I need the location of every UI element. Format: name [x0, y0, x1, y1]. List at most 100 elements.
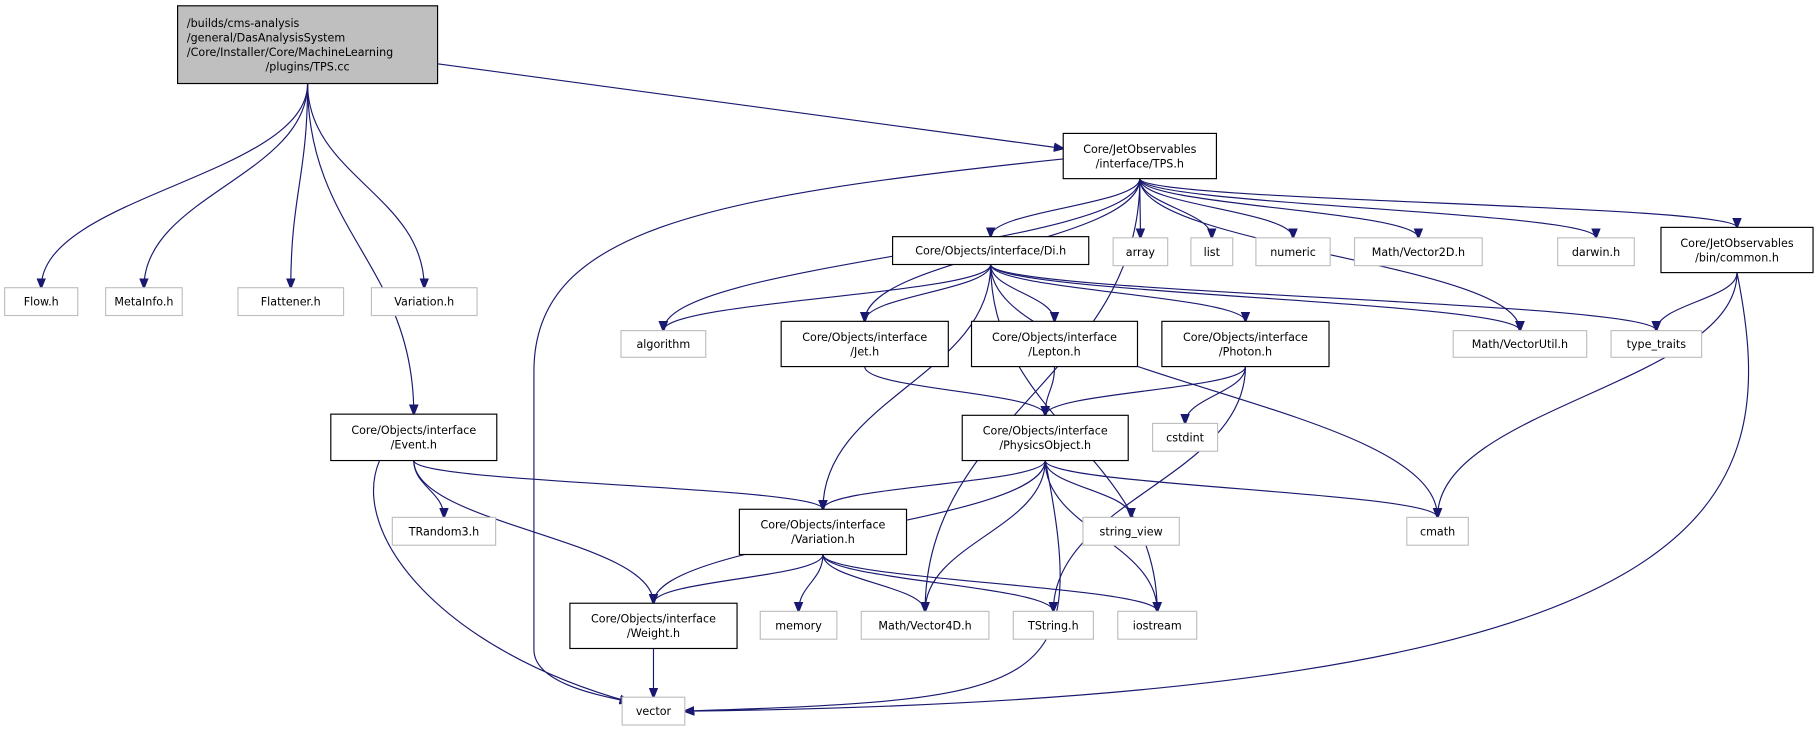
edge-tps_h-to-common: [1139, 178, 1737, 228]
edge-di-to-jet: [865, 264, 992, 321]
node-lepton[interactable]: Core/Objects/interface/Lepton.h: [970, 320, 1139, 368]
node-label: Flattener.h: [261, 296, 321, 309]
node-root: /builds/cms-analysis/general/DasAnalysis…: [177, 5, 439, 85]
node-string-view: string_view: [1082, 516, 1180, 546]
node-box: [1610, 330, 1703, 358]
node-box: [759, 610, 838, 640]
node-variation[interactable]: Core/Objects/interface/Variation.h: [738, 508, 908, 556]
node-cmath: cmath: [1406, 516, 1469, 546]
node-tstring: TString.h: [1012, 610, 1094, 640]
node-box: [370, 287, 478, 317]
node-box: [1062, 132, 1218, 180]
node-box: [1255, 237, 1331, 267]
node-label: Flow.h: [24, 296, 59, 309]
node-photon[interactable]: Core/Objects/interface/Photon.h: [1161, 320, 1330, 368]
node-label: Core/Objects/interface: [983, 425, 1108, 438]
node-physobj[interactable]: Core/Objects/interface/PhysicsObject.h: [961, 414, 1129, 462]
edge-common-to-cmath: [1438, 272, 1738, 518]
nodes-layer: /builds/cms-analysis/general/DasAnalysis…: [4, 5, 1814, 726]
edge-root-to-metainfo: [144, 83, 309, 288]
node-common[interactable]: Core/JetObservables/bin/common.h: [1660, 226, 1814, 274]
node-label: TRandom3.h: [408, 525, 480, 538]
node-label: /Core/Installer/Core/MachineLearning: [187, 46, 393, 59]
node-vector4d: Math/Vector4D.h: [860, 610, 990, 640]
node-jet[interactable]: Core/Objects/interface/Jet.h: [780, 320, 949, 368]
node-label: /bin/common.h: [1695, 251, 1779, 264]
node-algorithm: algorithm: [620, 330, 707, 358]
node-label: /Photon.h: [1219, 345, 1272, 358]
node-cstdint: cstdint: [1152, 422, 1219, 452]
edge-di-to-lepton: [990, 264, 1055, 321]
node-label: /Weight.h: [627, 627, 680, 640]
node-array: array: [1112, 237, 1169, 267]
edge-tps_h-to-numeric: [1139, 178, 1293, 238]
node-label: /Lepton.h: [1028, 345, 1080, 358]
edge-variation-to-memory: [799, 554, 824, 612]
edge-tps_h-to-di: [991, 178, 1141, 237]
node-box: [1406, 516, 1469, 546]
node-box: [1082, 516, 1180, 546]
edge-physobj-to-variation: [823, 460, 1046, 510]
edge-variation-to-tstring: [822, 554, 1053, 612]
node-box: [1117, 610, 1198, 640]
node-di[interactable]: Core/Objects/interface/Di.h: [892, 236, 1090, 266]
node-box: [4, 287, 79, 317]
node-event[interactable]: Core/Objects/interface/Event.h: [330, 413, 498, 462]
node-box: [961, 414, 1129, 462]
node-label: /builds/cms-analysis: [187, 17, 300, 30]
node-label: memory: [775, 619, 822, 632]
node-tps-h[interactable]: Core/JetObservables/interface/TPS.h: [1062, 132, 1218, 180]
edge-common-to-vector: [685, 272, 1750, 712]
node-label: Core/Objects/interface: [992, 331, 1117, 344]
node-label: Variation.h: [394, 296, 454, 309]
node-box: [569, 602, 738, 650]
node-label: Core/Objects/interface: [802, 331, 927, 344]
edge-root-to-variation_ext: [307, 83, 425, 288]
node-label: Core/Objects/interface: [351, 424, 476, 437]
node-box: [105, 287, 183, 317]
node-label: vector: [636, 705, 672, 718]
node-box: [1557, 237, 1635, 267]
node-metainfo: MetaInfo.h: [105, 287, 183, 317]
node-trandom3: TRandom3.h: [391, 516, 497, 546]
node-vector2d: Math/Vector2D.h: [1353, 237, 1483, 267]
edge-physobj-to-string_view: [1044, 460, 1131, 518]
node-label: Core/Objects/interface: [760, 519, 885, 532]
edge-physobj-to-vector: [685, 460, 1061, 712]
edge-di-to-variation: [823, 264, 992, 509]
node-box: [1152, 422, 1219, 452]
node-label: Core/Objects/interface: [1183, 331, 1308, 344]
node-box: [1452, 330, 1588, 358]
edge-root-to-flattener: [291, 83, 309, 288]
node-box: [620, 330, 707, 358]
edge-root-to-event: [307, 83, 414, 415]
node-label: TString.h: [1027, 619, 1079, 632]
node-label: iostream: [1133, 619, 1182, 632]
edge-tps_h-to-list: [1139, 178, 1212, 238]
edge-root-to-tps_h: [437, 63, 1064, 149]
edge-physobj-to-vector4d: [925, 460, 1046, 612]
node-box: [1112, 237, 1169, 267]
edge-event-to-weight: [413, 460, 654, 604]
node-label: Math/Vector4D.h: [878, 619, 971, 632]
node-label: darwin.h: [1572, 246, 1620, 259]
node-label: Core/JetObservables: [1083, 143, 1196, 156]
node-label: Core/JetObservables: [1680, 237, 1793, 250]
edge-tps_h-to-vector: [533, 158, 1064, 702]
node-iostream: iostream: [1117, 610, 1198, 640]
node-label: Core/Objects/interface/Di.h: [915, 245, 1066, 258]
edge-jet-to-physobj: [864, 366, 1045, 416]
node-box: [860, 610, 990, 640]
node-weight[interactable]: Core/Objects/interface/Weight.h: [569, 602, 738, 650]
edge-photon-to-tstring: [1053, 366, 1247, 612]
node-numeric: numeric: [1255, 237, 1331, 267]
node-label: list: [1204, 246, 1221, 259]
node-darwin: darwin.h: [1557, 237, 1635, 267]
node-box: [1161, 320, 1330, 368]
node-label: array: [1126, 246, 1156, 259]
node-variation-ext: Variation.h: [370, 287, 478, 317]
edge-variation-to-iostream: [822, 554, 1157, 612]
edge-event-to-vector: [373, 460, 630, 702]
node-box: [621, 696, 686, 726]
node-label: type_traits: [1627, 338, 1687, 351]
